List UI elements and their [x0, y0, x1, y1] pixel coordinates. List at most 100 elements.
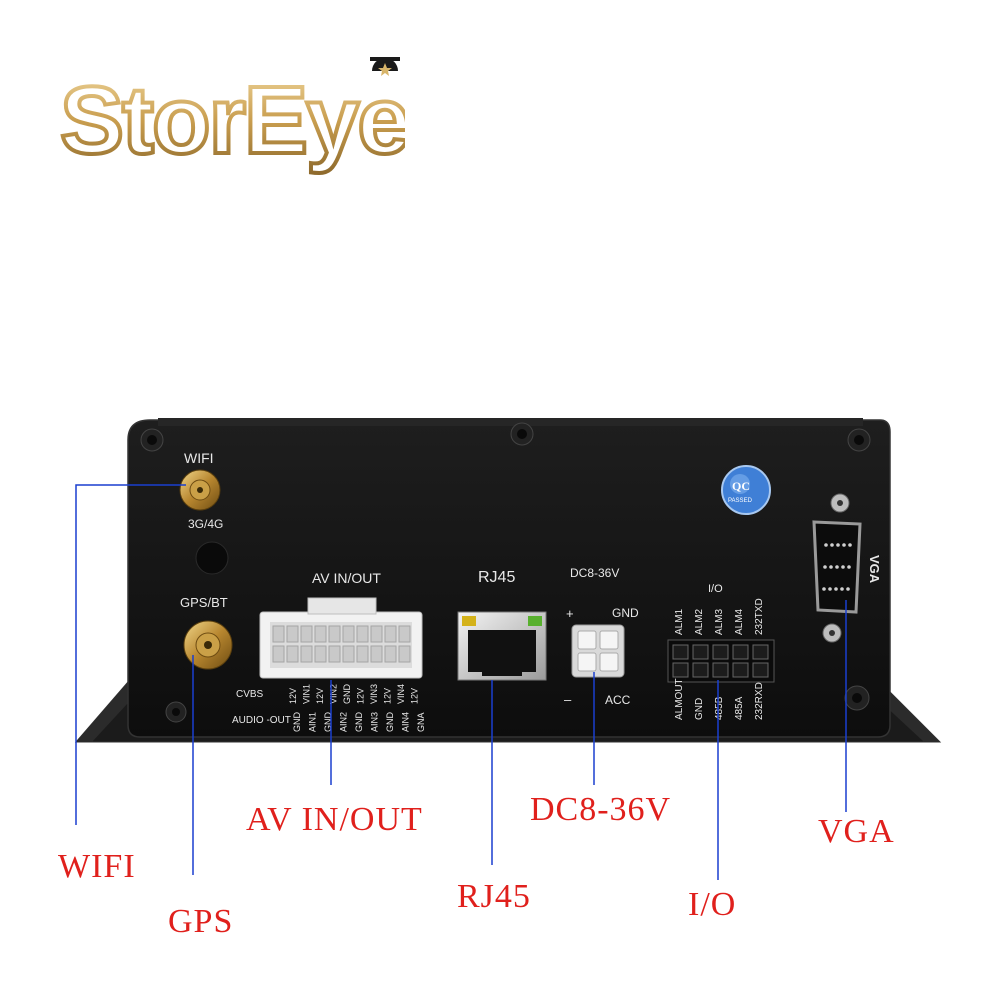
qc-passed-sticker: QC PASSED — [721, 465, 771, 515]
av-top-pin-label: VIN4 — [396, 684, 406, 704]
av-bottom-pin-label: AIN4 — [401, 712, 411, 732]
av-pin-grid — [272, 625, 411, 663]
av-bottom-pin-label: AIN2 — [339, 712, 349, 732]
io-bottom-pin-label: 232RXD — [754, 682, 765, 720]
av-top-pin-label: 12V — [383, 688, 393, 704]
dc-gnd-label: GND — [612, 606, 639, 620]
dc-callout: DC8-36V — [530, 791, 672, 828]
av-bottom-pin-label: AIN1 — [308, 712, 318, 732]
io-bottom-pin-label: ALMOUT — [674, 678, 685, 720]
av-pin-cell — [328, 645, 341, 663]
wifi-callout: WIFI — [58, 848, 136, 885]
top-edge — [158, 418, 863, 426]
io-bottom-pin-label: 485B — [714, 696, 725, 720]
io-top-pin-label: ALM3 — [714, 608, 725, 635]
storeyes-logo: StorEyes — [60, 57, 405, 176]
av-bottom-pin-label: GND — [354, 712, 364, 733]
av-top-pin-label: 12V — [315, 688, 325, 704]
vga-pin — [823, 565, 827, 569]
vga-pin — [842, 543, 846, 547]
screw-top-center — [510, 422, 534, 446]
av-pin-cell — [384, 645, 397, 663]
av-pin-cell — [342, 625, 355, 643]
screw-top-right — [847, 428, 871, 452]
gps-sma-connector[interactable] — [183, 620, 233, 670]
io-panel-label: I/O — [708, 583, 723, 595]
cvbs-label: CVBS — [236, 689, 264, 700]
av-pin-cell — [286, 645, 299, 663]
av-pin-cell — [398, 625, 411, 643]
io-pin-cell — [732, 644, 749, 660]
dc-power-connector[interactable] — [571, 624, 625, 678]
av-pin-cell — [300, 625, 313, 643]
dc-acc-label: ACC — [605, 693, 631, 707]
av-pin-cell — [356, 625, 369, 643]
io-pin-cell — [692, 662, 709, 678]
io-top-pin-label: ALM4 — [734, 608, 745, 635]
av-panel-label: AV IN/OUT — [312, 570, 381, 586]
av-top-pin-label: 12V — [288, 688, 298, 704]
dc-panel-label: DC8-36V — [570, 566, 619, 580]
passed-text: PASSED — [728, 498, 753, 504]
vga-pin — [847, 565, 851, 569]
qc-text: QC — [732, 479, 750, 493]
av-bottom-pin-label: AIN3 — [370, 712, 380, 732]
io-top-pin-label: 232TXD — [754, 598, 765, 635]
rj45-port[interactable] — [457, 611, 547, 681]
vga-top-standoff — [830, 493, 850, 513]
wifi-panel-label: WIFI — [184, 450, 214, 466]
av-bottom-pin-label: GNA — [416, 712, 426, 732]
io-bottom-pin-label: 485A — [734, 696, 745, 720]
av-pin-cell — [314, 645, 327, 663]
vga-pin — [836, 543, 840, 547]
dc-plus-label: + — [566, 606, 574, 621]
av-top-pin-label: GND — [342, 684, 352, 705]
av-pin-cell — [314, 625, 327, 643]
av-top-pin-label: 12V — [356, 688, 366, 704]
io-pin-cell — [672, 662, 689, 678]
bracket-left-face — [76, 682, 140, 742]
vga-pin — [830, 543, 834, 547]
vga-callout: VGA — [818, 813, 895, 850]
io-pin-cell — [712, 644, 729, 660]
io-pin-cell — [752, 662, 769, 678]
av-pin-cell — [370, 625, 383, 643]
io-pin-labels-bottom: ALMOUT GND 485B 485A 232RXD — [674, 678, 765, 720]
io-connector[interactable] — [667, 639, 775, 683]
av-pin-cell — [272, 625, 285, 643]
io-pin-cell — [672, 644, 689, 660]
vga-pin — [835, 565, 839, 569]
av-top-pin-label: VIN2 — [329, 684, 339, 704]
av-pin-cell — [370, 645, 383, 663]
vga-port[interactable] — [812, 520, 862, 614]
screw-bottom-left — [165, 701, 187, 723]
io-pin-cell — [712, 662, 729, 678]
dc-minus-label: – — [564, 692, 572, 707]
av-pin-cell — [356, 645, 369, 663]
io-bottom-pin-label: GND — [694, 698, 705, 720]
gps-callout: GPS — [168, 903, 234, 940]
io-pin-cell — [692, 644, 709, 660]
vga-pin — [828, 587, 832, 591]
av-top-pin-label: VIN3 — [369, 684, 379, 704]
vga-pin — [834, 587, 838, 591]
av-pin-cell — [384, 625, 397, 643]
av-bottom-pin-label: GND — [292, 712, 302, 733]
av-top-pin-label: 12V — [410, 688, 420, 704]
3g4g-panel-label: 3G/4G — [188, 517, 223, 531]
rj45-panel-label: RJ45 — [478, 569, 515, 586]
io-callout: I/O — [688, 886, 737, 923]
vga-pin — [846, 587, 850, 591]
io-pin-labels-top: ALM1 ALM2 ALM3 ALM4 232TXD — [674, 598, 765, 635]
3g4g-port-cap — [195, 541, 229, 575]
vga-pin — [829, 565, 833, 569]
vga-bottom-standoff — [822, 623, 842, 643]
screw-top-left — [140, 428, 164, 452]
io-top-pin-label: ALM2 — [694, 608, 705, 635]
av-pin-cell — [286, 625, 299, 643]
io-top-pin-label: ALM1 — [674, 608, 685, 635]
av-pin-cell — [342, 645, 355, 663]
wifi-sma-connector[interactable] — [179, 469, 221, 511]
vga-pin — [840, 587, 844, 591]
